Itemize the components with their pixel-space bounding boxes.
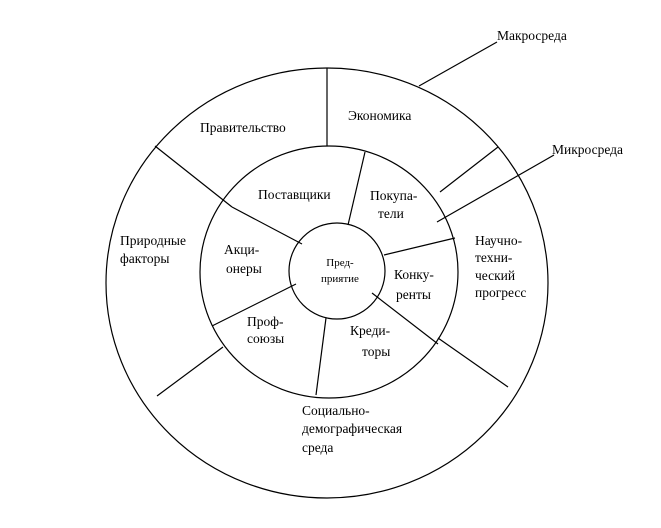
label-social-1: Социально- bbox=[302, 403, 370, 418]
outer-divider-lower-left bbox=[156, 346, 224, 397]
outer-divider-upper-right bbox=[439, 146, 499, 193]
inner-divider-suppliers-buyers bbox=[347, 151, 366, 226]
label-shareholders-1: Акци- bbox=[224, 242, 260, 257]
label-suppliers: Поставщики bbox=[258, 187, 331, 202]
micro-callout-label: Микросреда bbox=[552, 142, 623, 157]
label-natural-2: факторы bbox=[120, 251, 169, 266]
inner-divider-unions-shareholders bbox=[211, 283, 297, 327]
label-creditors-1: Креди- bbox=[350, 323, 391, 338]
center-label-line1: Пред- bbox=[326, 257, 354, 269]
macro-callout-label: Макросреда bbox=[497, 28, 567, 43]
label-buyers-2: тели bbox=[378, 206, 404, 221]
label-buyers-1: Покупа- bbox=[370, 188, 418, 203]
label-creditors-2: торы bbox=[362, 344, 390, 359]
inner-divider-buyers-competitors bbox=[383, 237, 456, 256]
label-scitech-3: ческий bbox=[475, 268, 515, 283]
inner-ring bbox=[199, 145, 459, 399]
label-social-3: среда bbox=[302, 440, 333, 455]
inner-divider-shareholders-suppliers bbox=[231, 206, 303, 245]
label-competitors-1: Конку- bbox=[394, 267, 434, 282]
label-competitors-2: ренты bbox=[396, 287, 431, 302]
label-scitech-2: техни- bbox=[475, 250, 513, 265]
outer-divider-upper-left bbox=[154, 145, 233, 208]
label-unions-2: союзы bbox=[247, 331, 284, 346]
inner-divider-creditors-unions bbox=[315, 317, 327, 396]
center-circle bbox=[288, 222, 386, 320]
label-scitech-4: прогресс bbox=[475, 285, 526, 300]
label-social-2: демографическая bbox=[302, 421, 402, 436]
label-scitech-1: Научно- bbox=[475, 233, 523, 248]
micro-callout-line bbox=[436, 154, 555, 223]
macro-callout-line bbox=[418, 41, 498, 87]
label-natural-1: Природные bbox=[120, 233, 186, 248]
center-label-line2: приятие bbox=[321, 273, 359, 285]
label-government: Правительство bbox=[200, 120, 286, 135]
inner-divider-competitors-creditors bbox=[371, 292, 439, 345]
outer-divider-lower-right bbox=[437, 337, 509, 388]
label-shareholders-2: онеры bbox=[226, 261, 262, 276]
label-economy: Экономика bbox=[348, 108, 411, 123]
label-unions-1: Проф- bbox=[247, 314, 284, 329]
